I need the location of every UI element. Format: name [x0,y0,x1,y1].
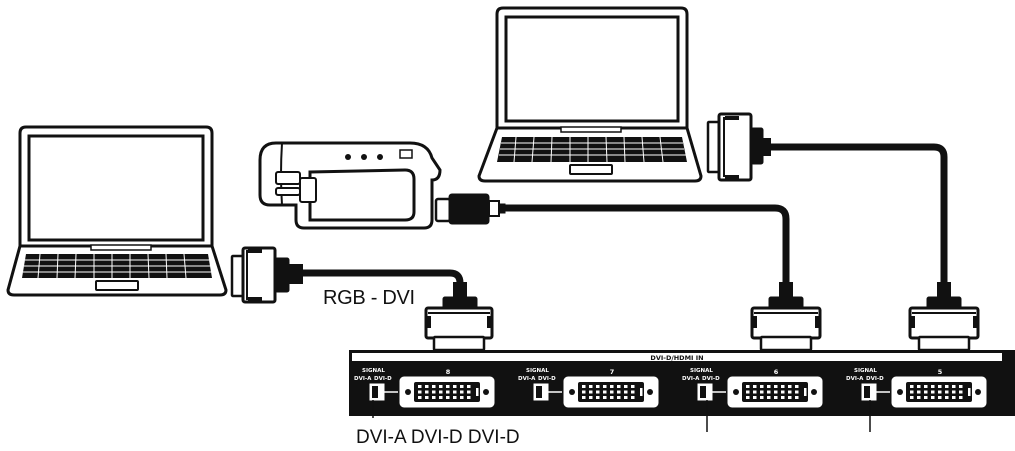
port-number: 7 [610,368,615,376]
signal-label: SIGNAL [854,368,877,374]
switch-label-right: DVI-D [538,376,556,382]
camcorder [258,141,442,230]
socket-screw-left [405,389,411,395]
dvi-plug-panel-6 [750,282,822,352]
socket-screw-right [483,389,489,395]
dvi-plug-laptop-left [230,246,303,304]
signal-label: SIGNAL [362,368,385,374]
hdmi-plug [434,193,506,225]
switch-label-right: DVI-D [702,376,720,382]
switch-label-left: DVI-A [682,376,700,382]
laptop-icon [6,125,228,297]
dvi-dvi-cable [768,143,948,300]
socket-screw-left [897,389,903,395]
laptop-icon [477,6,703,183]
cable-label-rgb-dvi: RGB - DVI [323,287,415,309]
dvi-plug-panel-5 [908,282,980,352]
socket-screw-right [975,389,981,395]
signal-switch-knob[interactable] [864,386,870,398]
port-number: 6 [774,368,779,376]
switch-label-left: DVI-A [846,376,864,382]
laptop-left [6,125,228,297]
switch-label-left: DVI-A [518,376,536,382]
socket-screw-right [647,389,653,395]
dvi-plug-panel-8 [424,282,494,352]
hdmi-dvi-cable [505,204,790,300]
panel-title: DVI-D/HDMI IN [650,354,703,362]
switch-label-left: DVI-A [354,376,372,382]
signal-label: SIGNAL [690,368,713,374]
socket-screw-left [569,389,575,395]
switch-label-right: DVI-D [374,376,392,382]
laptop-right [477,6,703,183]
dvi-plug-laptop-right [706,112,771,182]
socket-screw-left [733,389,739,395]
signal-label: SIGNAL [526,368,549,374]
switch-label-right: DVI-D [866,376,884,382]
signal-switch-knob[interactable] [700,386,706,398]
port-number: 8 [446,368,451,376]
port-number: 5 [938,368,943,376]
switch-setting-labels: DVI-A DVI-D DVI-D [356,427,520,448]
signal-switch-knob[interactable] [372,386,378,398]
signal-switch-knob[interactable] [536,386,542,398]
camcorder-icon [258,141,442,230]
socket-screw-right [811,389,817,395]
pointer-lines [372,400,871,432]
